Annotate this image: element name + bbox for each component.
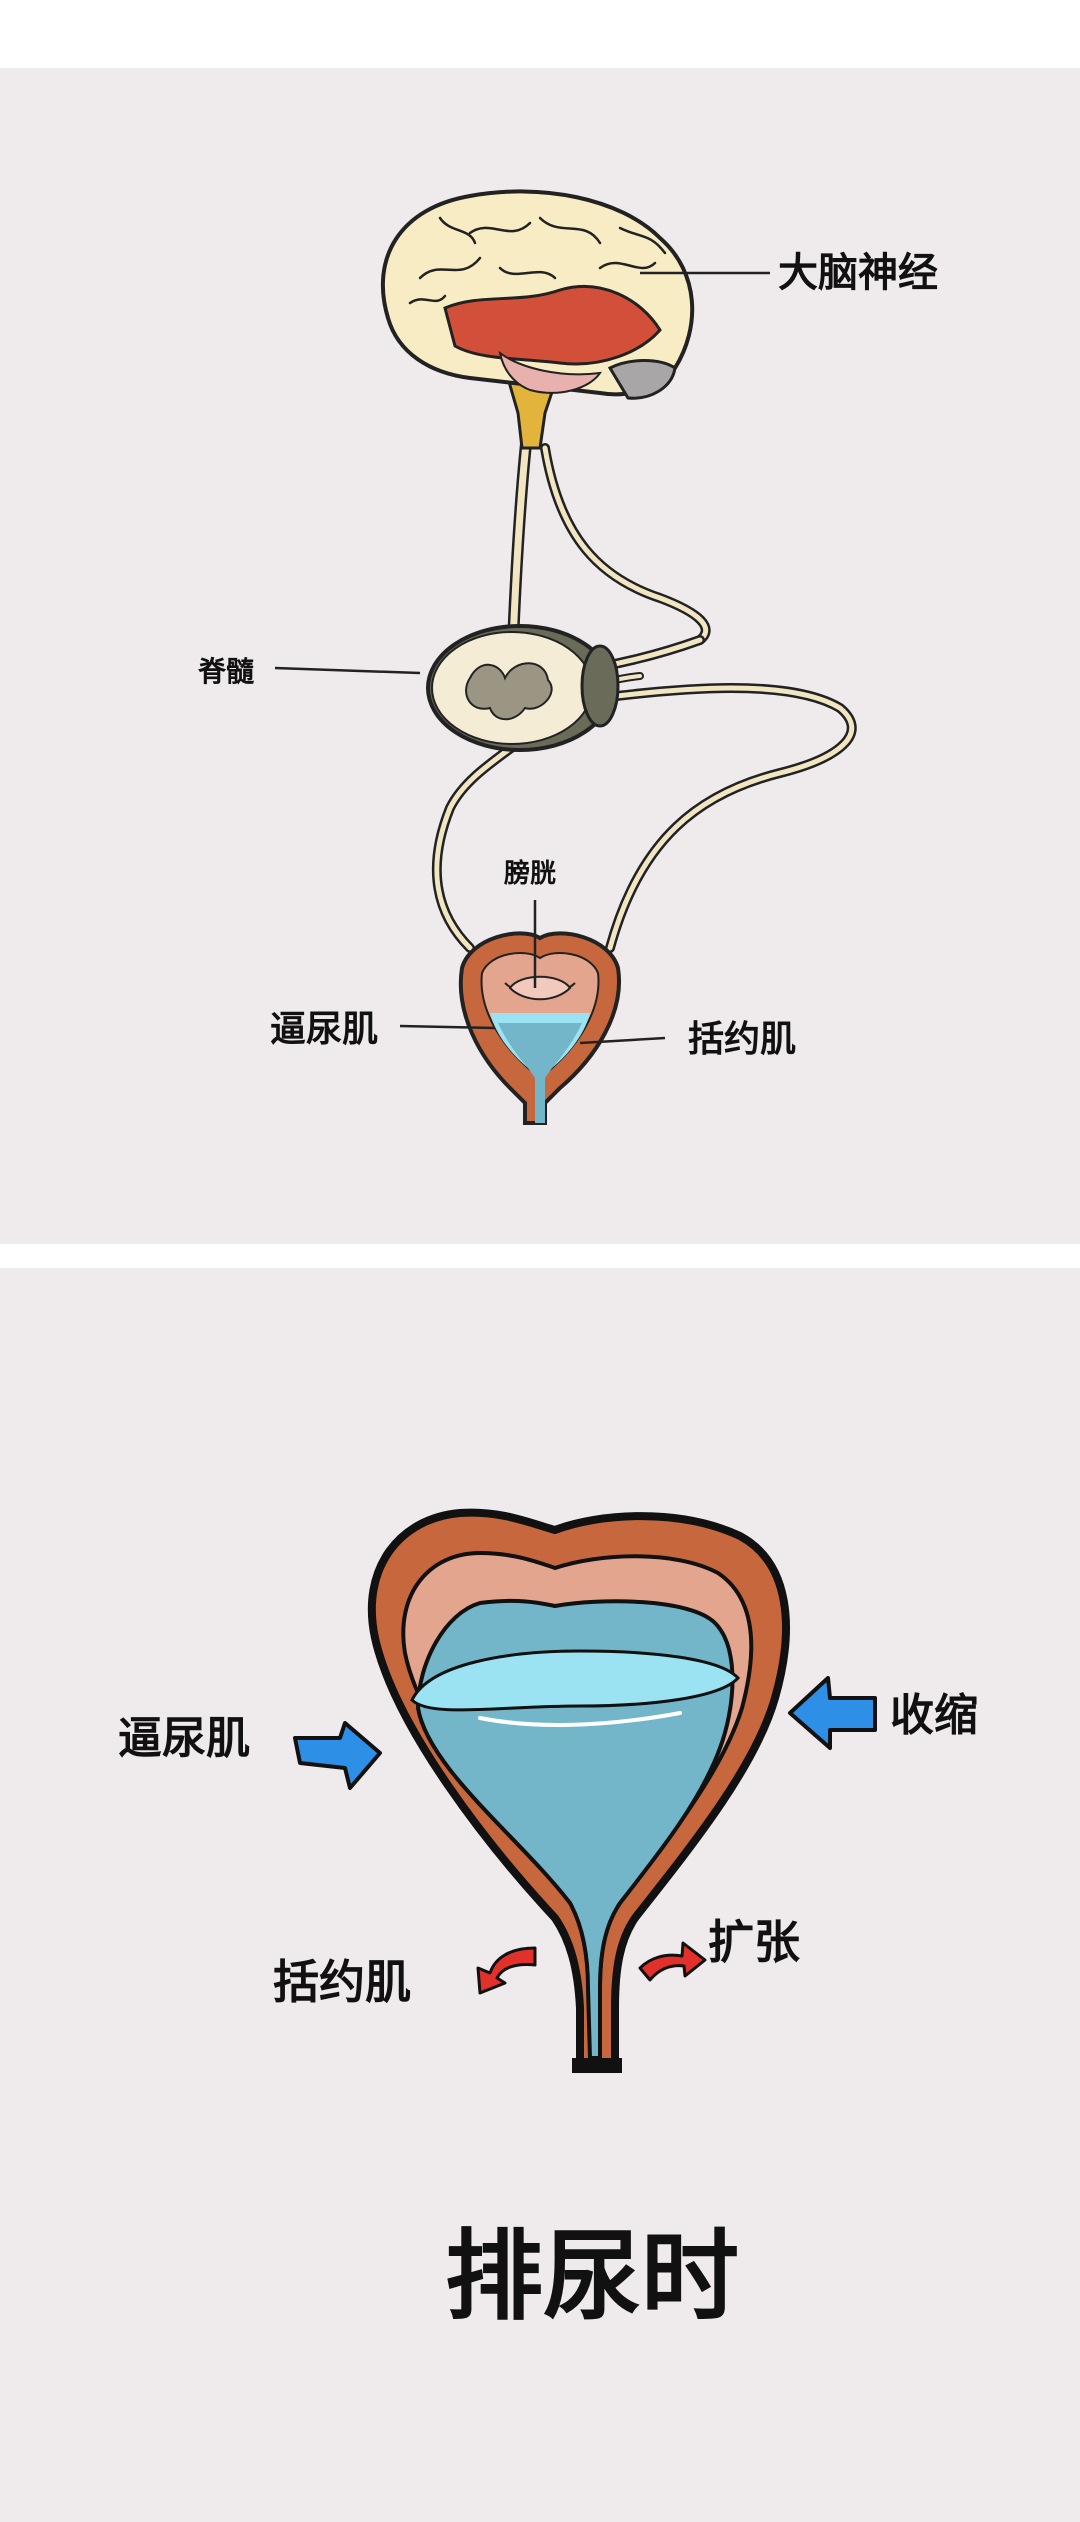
contract-arrow-left (293, 1721, 382, 1790)
urination-diagram: 逼尿肌 收缩 括约肌 扩张 排尿时 (118, 1508, 978, 2334)
detrusor-label-bottom: 逼尿肌 (118, 1713, 250, 1764)
spinal-cord-label: 脊髓 (197, 655, 254, 688)
dilate-arrow-left (476, 1946, 537, 1995)
brain-nerve-label: 大脑神经 (778, 250, 938, 296)
dilate-arrow-right (638, 1941, 707, 1982)
sphincter-label-bottom: 括约肌 (273, 1955, 411, 2009)
bladder-small (458, 931, 621, 1125)
nervous-system-panel: 大脑神经 脊髓 膀胱 逼尿肌 括约肌 (0, 68, 1080, 1244)
spinal-cord (426, 624, 620, 752)
urination-panel: 逼尿肌 收缩 括约肌 扩张 排尿时 (0, 1268, 1080, 2522)
urination-caption: 排尿时 (445, 2220, 739, 2334)
bladder-label: 膀胱 (503, 858, 556, 889)
dilate-label: 扩张 (708, 1915, 800, 1969)
contract-arrow-right (788, 1676, 877, 1750)
detrusor-label-top: 逼尿肌 (270, 1009, 378, 1050)
leader-lines (274, 271, 770, 1045)
contract-label: 收缩 (890, 1690, 978, 1741)
nervous-system-diagram: 大脑神经 脊髓 膀胱 逼尿肌 括约肌 (197, 189, 938, 1125)
bladder-large (367, 1508, 790, 2073)
sphincter-label-top: 括约肌 (688, 1019, 796, 1060)
brain (380, 189, 695, 400)
